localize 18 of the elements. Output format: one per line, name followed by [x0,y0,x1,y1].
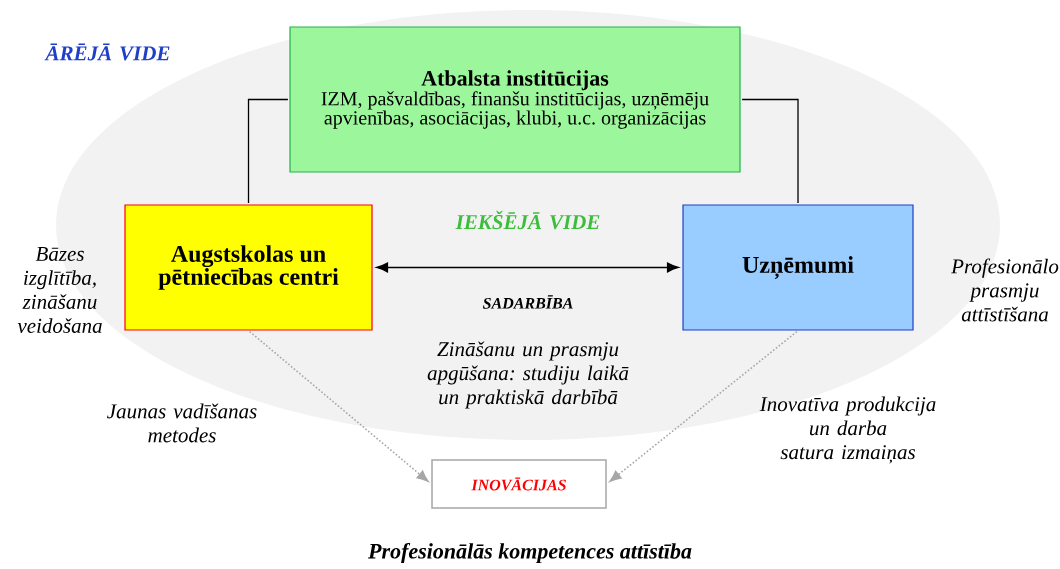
arrow [376,262,679,273]
note-text: Zināšanu un prasmju apgūšana: studiju laikā un praktiskā darbībā [427,341,629,409]
actor-box: Augstskolas un pētniecības centri [124,204,373,331]
connector-line [247,98,289,204]
side-note: Bāzes izglītība, zināšanu veidošana [17,247,102,333]
arrow [609,330,798,482]
edge-label: SADARBĪBA [482,295,573,309]
area-label: ĀRĒJĀ VIDE [44,43,170,61]
result-box: INOVĀCIJAS [431,459,607,509]
edge-label: Jaunas vadīšanas metodes [107,403,257,443]
connector-line [741,98,799,204]
actor-box: Uzņēmumi [682,204,914,331]
area-label: IEKŠĒJĀ VIDE [455,210,600,230]
support-box: Atbalsta institūcijas IZM, pašvaldības, finanšu institūcijas, uzņēmēju apvienības, asociācijas, klubi, u.c. organizācijas [289,26,741,173]
edge-label: Inovatīva produkcija un darba satura izmaiņas [759,396,936,464]
caption: Profesionālās kompetences attīstība [368,542,692,564]
arrow [248,330,429,482]
side-note: Profesionālo prasmju attīstīšana [951,258,1059,322]
